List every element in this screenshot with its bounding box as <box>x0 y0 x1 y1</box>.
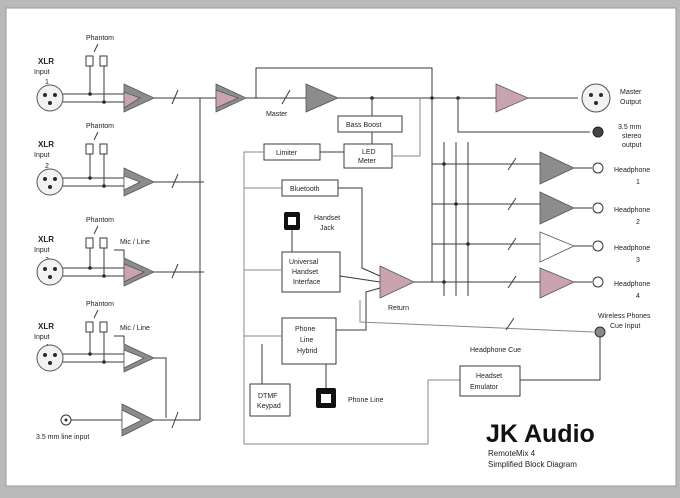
wireless-cue-jack-icon <box>594 326 606 338</box>
headset-emulator-label-1: Headset <box>476 373 502 380</box>
uhi-label-3: Interface <box>293 279 320 286</box>
processing-section: Bass Boost Limiter LED Meter <box>243 98 460 445</box>
headphone-amp-icon <box>539 151 575 185</box>
stereo-output-label-3: output <box>622 142 642 149</box>
headphone-3-label: Headphone <box>614 245 650 252</box>
line-input-label: 3.5 mm line input <box>36 434 89 441</box>
phantom-label-3: Phantom <box>86 217 114 224</box>
dtmf-label-1: DTMF <box>258 393 277 400</box>
hybrid-label-1: Phone <box>295 326 315 333</box>
input-1-label-input: Input <box>34 69 50 76</box>
input-channel-4: XLR Input 4 Phantom Mic / Line <box>34 301 167 418</box>
headphone-4-num: 4 <box>636 293 640 300</box>
dtmf-label-2: Keypad <box>257 403 281 410</box>
input-1-label-num: 1 <box>45 79 49 86</box>
led-meter-label-1: LED <box>362 149 376 156</box>
headphone-1-label: Headphone <box>614 167 650 174</box>
return-sources: Bluetooth Handset Jack Universal Handset… <box>244 98 433 417</box>
brand-logo-text: JK Audio <box>486 420 595 448</box>
input-3-label-xlr: XLR <box>38 235 54 244</box>
handset-jack-label-2: Jack <box>320 225 335 232</box>
headphone-4-label: Headphone <box>614 281 650 288</box>
wireless-cue-label-2: Cue Input <box>610 323 640 330</box>
bluetooth-label: Bluetooth <box>290 186 320 193</box>
stereo-output-label-2: stereo <box>622 133 642 140</box>
xlr-jack-icon <box>36 84 64 112</box>
xlr-jack-icon <box>36 344 64 372</box>
phantom-label-2: Phantom <box>86 123 114 130</box>
cue-section: Wireless Phones Cue Input Headphone Cue … <box>359 300 651 397</box>
input-1-label-xlr: XLR <box>38 57 54 66</box>
input-2-label-num: 2 <box>45 163 49 170</box>
master-output-amp-icon <box>495 83 529 113</box>
input-channel-1: XLR Input 1 Phantom <box>34 35 204 113</box>
return-amp-icon <box>379 265 415 299</box>
hybrid-label-2: Line <box>300 337 313 344</box>
phantom-resistor <box>85 55 94 67</box>
master-pot-icon <box>281 89 291 105</box>
main-mix-section: Master Master Output 3.5 mm stereo outpu… <box>200 67 642 149</box>
phantom-resistor <box>99 55 108 67</box>
headphone-cue-label: Headphone Cue <box>470 347 521 354</box>
phantom-label-4: Phantom <box>86 301 114 308</box>
gain-pot-icon <box>171 89 179 105</box>
phone-line-hybrid-box <box>281 317 337 365</box>
headphone-jack-icon <box>592 202 604 214</box>
headphone-jack-icon <box>592 276 604 288</box>
phone-line-label: Phone Line <box>348 397 384 404</box>
headset-emulator-label-2: Emulator <box>470 384 499 391</box>
headphone-2-num: 2 <box>636 219 640 226</box>
headphone-2-label: Headphone <box>614 207 650 214</box>
led-meter-box <box>343 143 393 169</box>
input-3-label-input: Input <box>34 247 50 254</box>
master-label: Master <box>266 111 288 118</box>
headphone-amp-icon <box>539 191 575 225</box>
diagram-subtitle: Simplified Block Diagram <box>488 460 577 469</box>
headphone-3-num: 3 <box>636 257 640 264</box>
handset-jack-label-1: Handset <box>314 215 340 222</box>
master-output-xlr-icon <box>581 83 611 113</box>
return-label: Return <box>388 305 409 312</box>
headphone-jack-icon <box>592 162 604 174</box>
phantom-label-1: Phantom <box>86 35 114 42</box>
wireless-cue-label-1: Wireless Phones <box>598 313 651 320</box>
bass-boost-box <box>337 115 403 133</box>
led-meter-label-2: Meter <box>358 158 377 165</box>
stereo-output-jack-icon <box>592 126 604 138</box>
headphone-jack-icon <box>592 240 604 252</box>
master-amp-icon <box>305 83 339 113</box>
headphone-amp-icon <box>539 231 575 263</box>
input-channel-2: XLR Input 2 Phantom <box>34 123 204 197</box>
master-output-label-2: Output <box>620 99 641 106</box>
product-name: RemoteMix 4 <box>488 449 536 458</box>
bass-boost-label: Bass Boost <box>346 122 381 129</box>
input-bus-line <box>199 98 204 420</box>
headphone-1-num: 1 <box>636 179 640 186</box>
input-channel-3: XLR Input 3 Phantom Mic / Line <box>34 217 204 287</box>
xlr-jack-icon <box>36 168 64 196</box>
hybrid-label-3: Hybrid <box>297 348 317 355</box>
input-4-label-xlr: XLR <box>38 322 54 331</box>
xlr-jack-icon <box>36 258 64 286</box>
headset-emulator-box <box>459 365 521 397</box>
mic-line-label-3: Mic / Line <box>120 239 150 246</box>
input-4-label-input: Input <box>34 334 50 341</box>
mic-line-label-4: Mic / Line <box>120 325 150 332</box>
input-2-label-input: Input <box>34 152 50 159</box>
input-2-label-xlr: XLR <box>38 140 54 149</box>
limiter-label: Limiter <box>276 150 298 157</box>
uhi-label-1: Universal <box>289 259 319 266</box>
dtmf-keypad-box <box>249 383 291 417</box>
line-input-channel: 3.5 mm line input <box>36 98 201 441</box>
uhi-label-2: Handset <box>292 269 318 276</box>
headphone-amp-icon <box>539 267 575 299</box>
headphone-section: Headphone 1 Headphone 2 Headphone 3 Head… <box>432 142 650 300</box>
branding-block: JK Audio RemoteMix 4 Simplified Block Di… <box>486 420 595 469</box>
master-output-label-1: Master <box>620 89 642 96</box>
stereo-output-label-1: 3.5 mm <box>618 124 642 131</box>
universal-handset-interface-box <box>281 251 341 293</box>
